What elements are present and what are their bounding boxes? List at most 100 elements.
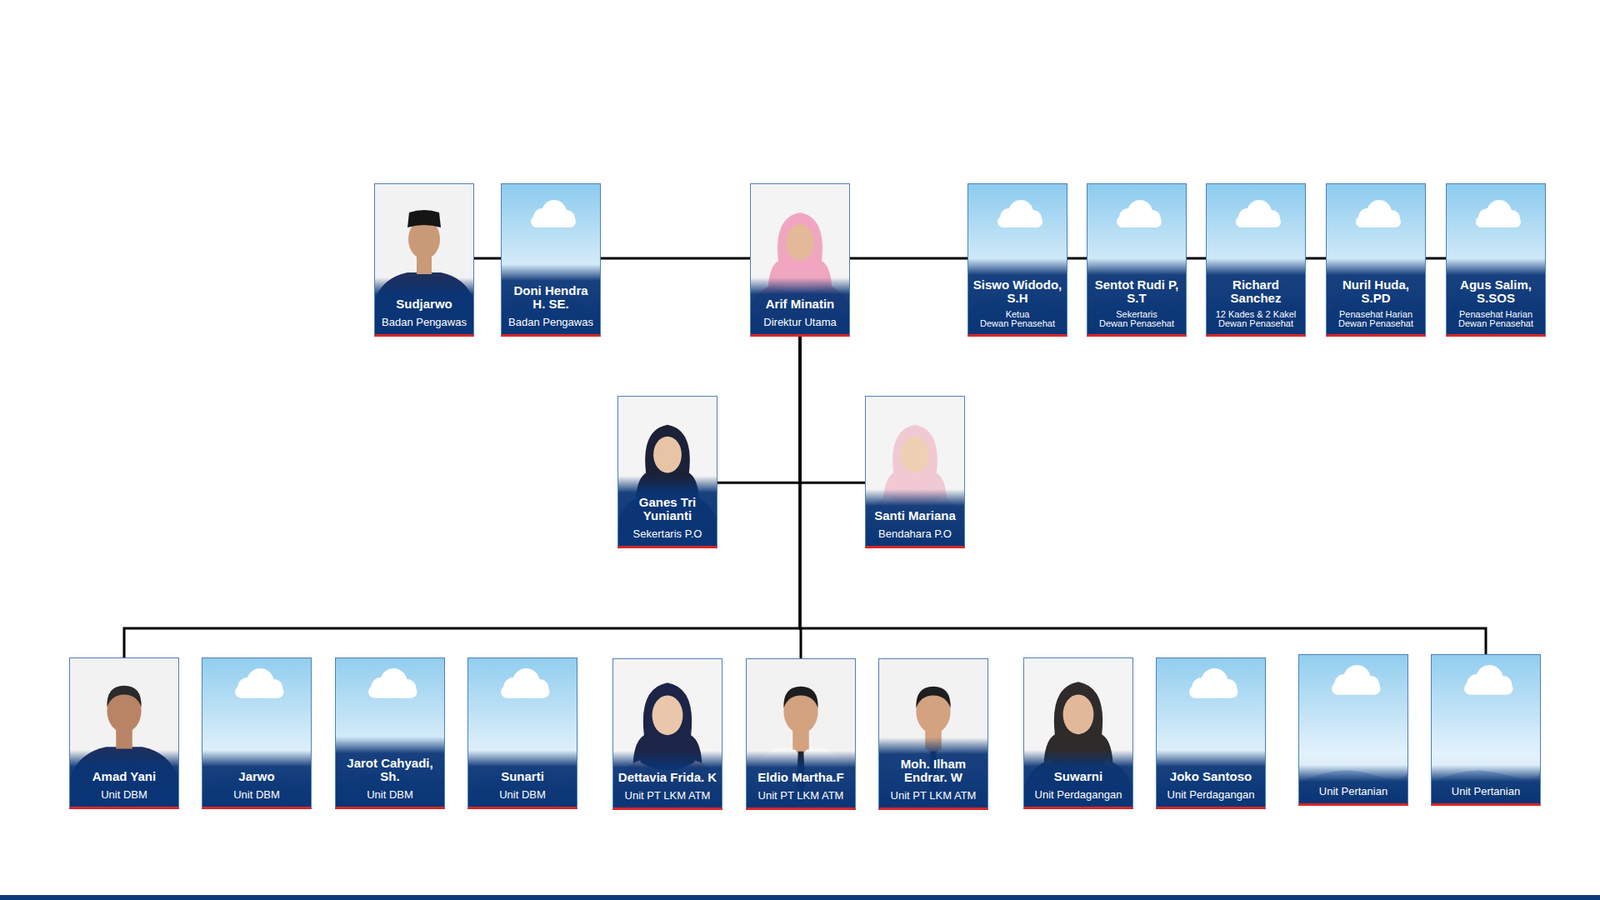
person-card: SudjarwoBadan Pengawas <box>374 183 475 337</box>
sky <box>1431 655 1540 804</box>
person-card: Siswo Widodo, S.HKetuaDewan Penasehat <box>967 183 1068 337</box>
person-name: Sudjarwo <box>379 297 470 311</box>
position-title: Unit PT LKM ATM <box>750 789 851 802</box>
sky <box>1326 184 1425 335</box>
person-card: JarwoUnit DBM <box>201 657 312 810</box>
connector-line <box>800 336 865 483</box>
person-card: Unit Pertanian <box>1430 654 1541 806</box>
person-name: Suwarni <box>1028 770 1129 784</box>
person-card: Moh. Ilham Endrar. WUnit PT LKM ATM <box>878 658 989 810</box>
person-card: Agus Salim, S.SOS Penasehat HarianDewan P… <box>1445 183 1546 337</box>
person-name: Eldio Martha.F <box>750 770 851 785</box>
face <box>785 224 815 261</box>
connector-line <box>800 336 1486 655</box>
card-caption: Agus Salim, S.SOS Penasehat HarianDewan P… <box>1446 258 1545 335</box>
face <box>900 436 930 474</box>
card-caption: JarwoUnit DBM <box>202 750 311 807</box>
cloud-part <box>1464 682 1514 695</box>
position-title: Badan Pengawas <box>379 315 470 329</box>
photo-ground <box>618 396 717 546</box>
person-card: Dettavia Frida. K Unit PT LKM ATM <box>612 658 723 810</box>
person-name: Joko Santoso <box>1160 770 1261 784</box>
card-caption: Santi MarianaBendahara P.O <box>865 489 965 546</box>
cloud-part <box>1116 215 1162 228</box>
position-title: Dewan Penasehat <box>1330 319 1421 329</box>
card-caption: Eldio Martha.F Unit PT LKM ATM <box>746 750 855 808</box>
person-name: Jarwo <box>206 770 307 784</box>
position-title: Penasehat Harian <box>1450 310 1541 320</box>
person-name: Santi Mariana <box>870 509 960 523</box>
person-name: Dettavia Frida. K <box>617 770 718 785</box>
person-card: SuwarniUnit Perdagangan <box>1023 657 1134 810</box>
person-name: Arif Minatin <box>755 297 845 311</box>
position-title: Dewan Penasehat <box>1450 319 1541 329</box>
face <box>1063 695 1095 735</box>
photo-ground <box>613 659 722 808</box>
position-title: Unit PT LKM ATM <box>617 789 718 802</box>
card-caption: Moh. Ilham Endrar. WUnit PT LKM ATM <box>879 737 988 808</box>
person-card: Ganes Tri YuniantiSekertaris P.O <box>617 395 718 549</box>
body <box>70 746 179 807</box>
person-name: Ganes Tri Yunianti <box>622 495 713 523</box>
person-name: Siswo Widodo, S.H <box>972 278 1063 305</box>
card-caption: Arif MinatinDirektur Utama <box>750 277 850 335</box>
position-title: Dewan Penasehat <box>1210 319 1301 329</box>
card-caption: Siswo Widodo, S.HKetuaDewan Penasehat <box>968 258 1067 335</box>
person-card: SunartiUnit DBM <box>467 657 578 810</box>
cap <box>407 210 441 228</box>
body <box>746 747 855 808</box>
position-title: Unit DBM <box>340 788 440 801</box>
photo-ground <box>375 184 474 335</box>
footer-bar <box>0 895 1600 900</box>
position-title: Direktur Utama <box>755 315 845 329</box>
person-name: Sentot Rudi P, S.T <box>1091 278 1182 305</box>
sky <box>968 184 1067 335</box>
sky <box>468 658 577 807</box>
cloud-part <box>1475 215 1521 228</box>
position-title: Unit Perdagangan <box>1160 788 1261 801</box>
photo-ground <box>746 659 855 808</box>
card-caption: Nuril Huda, S.PDPenasehat HarianDewan Pe… <box>1326 258 1425 335</box>
position-title: Unit Pertanian <box>1435 785 1536 798</box>
photo-ground <box>879 659 988 808</box>
position-title: Unit DBM <box>206 788 307 801</box>
cloud-part <box>368 685 418 699</box>
connector-line <box>474 257 501 260</box>
card-caption: Sentot Rudi P, S.TSekertarisDewan Penase… <box>1087 258 1186 335</box>
connector-line <box>1305 257 1326 260</box>
connector-line <box>124 336 800 658</box>
card-caption: Dettavia Frida. K Unit PT LKM ATM <box>613 750 722 808</box>
position-title: Badan Pengawas <box>505 315 596 329</box>
card-caption: Richard Sanchez12 Kades & 2 KakelDewan P… <box>1206 258 1305 335</box>
connector-line <box>600 257 750 260</box>
person-card: Richard Sanchez12 Kades & 2 KakelDewan P… <box>1205 183 1306 337</box>
position-title: Unit DBM <box>472 788 573 801</box>
sky <box>1206 184 1305 335</box>
position-title: Unit DBM <box>74 788 175 801</box>
person-name: Jarot Cahyadi, Sh. <box>340 756 440 784</box>
card-caption: Jarot Cahyadi, Sh. Unit DBM <box>335 736 445 807</box>
card-caption: SudjarwoBadan Pengawas <box>375 277 474 335</box>
sky <box>501 184 600 335</box>
person-card: Unit Pertanian <box>1298 654 1409 806</box>
person-name: Amad Yani <box>74 770 175 784</box>
face <box>653 436 682 474</box>
photo-ground <box>865 396 965 546</box>
person-card: Nuril Huda, S.PDPenasehat HarianDewan Pe… <box>1325 183 1426 337</box>
connector-line <box>1067 257 1087 260</box>
person-name: Agus Salim, S.SOS <box>1450 278 1541 305</box>
position-title: Sekertaris P.O <box>622 527 713 540</box>
hair <box>106 685 141 708</box>
person-name: Nuril Huda, S.PD <box>1330 278 1421 305</box>
position-title: Dewan Penasehat <box>1091 319 1182 329</box>
cloud-part <box>235 685 285 699</box>
sky <box>1299 655 1408 804</box>
cloud-part <box>530 215 576 228</box>
sky <box>202 658 311 807</box>
cloud-part <box>1235 215 1281 228</box>
position-title: 12 Kades & 2 Kakel <box>1210 310 1301 320</box>
person-card: Doni Hendra H. SE.Badan Pengawas <box>500 183 601 337</box>
person-card: Santi MarianaBendahara P.O <box>865 395 965 549</box>
photo-ground <box>70 658 179 807</box>
person-name: Sunarti <box>472 770 573 784</box>
